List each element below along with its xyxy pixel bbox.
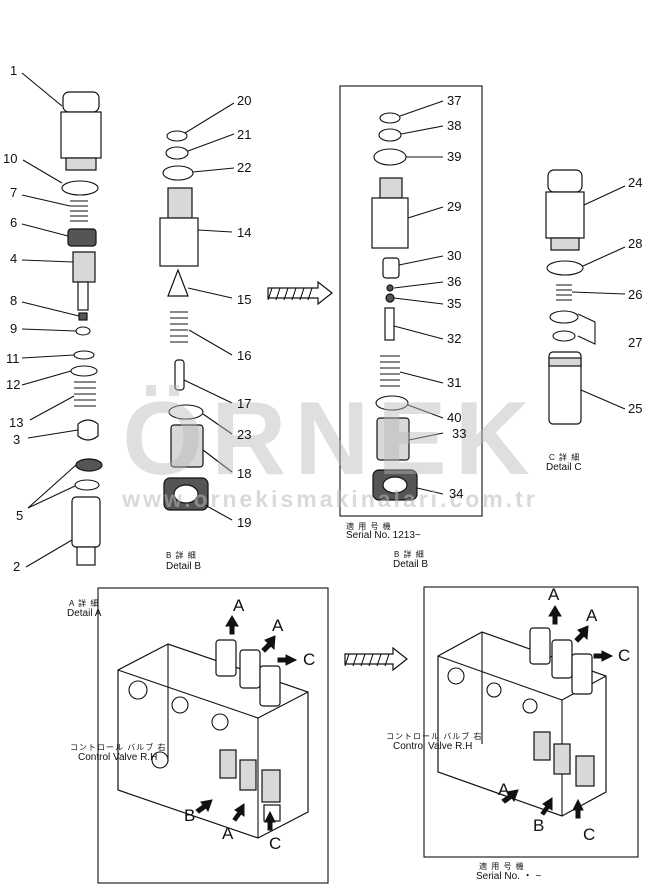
assembly-left (117, 639, 309, 839)
detail-b-caption-jp: B 詳 細 (166, 551, 197, 560)
callout-29: 29 (447, 199, 462, 214)
detail-c-parts (545, 169, 585, 425)
callout-35: 35 (447, 296, 462, 311)
callout-16: 16 (237, 348, 252, 363)
assembly-frame-left (97, 587, 329, 884)
serial-caption-jp-2: 適 用 号 機 (479, 862, 525, 871)
callout-10: 10 (3, 151, 18, 166)
detail-b-caption: Detail B (166, 561, 202, 572)
cv-left-caption-jp: コントロール バルブ 右 (70, 743, 167, 752)
detail-a-caption-jp: A 詳 細 (69, 599, 100, 608)
assembly-right (437, 627, 607, 817)
callout-13: 13 (9, 415, 24, 430)
callout-6: 6 (10, 215, 18, 230)
pointer-arrows-right (501, 605, 614, 819)
detail-c-caption-jp: C 詳 細 (549, 453, 581, 462)
callout-11: 11 (6, 351, 20, 366)
callout-22: 22 (237, 160, 252, 175)
callout-34: 34 (449, 486, 464, 501)
detail-b2-parts (371, 112, 418, 501)
callout-18: 18 (237, 466, 252, 481)
callout-9: 9 (10, 321, 18, 336)
callout-33: 33 (452, 426, 467, 441)
arrow-label-c-2: C (269, 834, 282, 853)
detail-a-parts (60, 91, 103, 566)
callout-30: 30 (447, 248, 462, 263)
callout-37: 37 (447, 93, 462, 108)
arrow-label-a-5: A (586, 606, 598, 625)
callout-23: 23 (237, 427, 252, 442)
callout-8: 8 (10, 293, 18, 308)
callout-19: 19 (237, 515, 252, 530)
assembly-frame-right (423, 586, 639, 858)
callout-40: 40 (447, 410, 462, 425)
detail-b-leaders (183, 102, 235, 521)
detail-b2-caption: Detail B (393, 559, 429, 570)
callout-20: 20 (237, 93, 252, 108)
arrow-label-c-3: C (618, 646, 631, 665)
detail-c-caption: Detail C (546, 462, 582, 473)
serial-caption-2: Serial No. ・ ~ (476, 871, 542, 882)
callout-36: 36 (447, 274, 462, 289)
callout-4: 4 (10, 251, 18, 266)
callout-21: 21 (237, 127, 252, 142)
pointer-arrows-left (195, 615, 298, 831)
callout-7: 7 (10, 185, 18, 200)
serial-caption-1: Serial No. 1213~ (346, 530, 421, 541)
callout-12: 12 (6, 377, 21, 392)
arrow-label-b-2: B (533, 816, 545, 835)
detail-b-parts (159, 130, 209, 511)
callout-17: 17 (237, 396, 252, 411)
callout-14: 14 (237, 225, 252, 240)
arrow-label-c-1: C (303, 650, 316, 669)
callout-26: 26 (628, 287, 643, 302)
callout-27: 27 (628, 335, 643, 350)
cv-right-caption: Control Valve R.H (393, 741, 473, 752)
callout-39: 39 (447, 149, 462, 164)
cv-right-caption-jp: コントロール バルブ 右 (386, 732, 483, 741)
callout-5: 5 (16, 508, 24, 523)
callout-31: 31 (447, 375, 462, 390)
arrow-label-a-1: A (233, 596, 245, 615)
callout-25: 25 (628, 401, 643, 416)
callout-28: 28 (628, 236, 643, 251)
detail-c-leaders (571, 185, 626, 410)
callout-32: 32 (447, 331, 462, 346)
callout-1: 1 (10, 63, 18, 78)
arrow-label-b-1: B (184, 806, 196, 825)
serial-caption-jp-1: 適 用 号 機 (346, 522, 392, 531)
callout-3: 3 (13, 432, 21, 447)
detail-a-caption: Detail A (67, 608, 102, 619)
callout-38: 38 (447, 118, 462, 133)
detail-a-leaders (21, 72, 80, 568)
arrow-label-a-6: A (498, 780, 510, 799)
arrow-label-a-3: A (222, 824, 234, 843)
detail-b2-leaders (393, 100, 444, 495)
arrow-label-a-4: A (548, 585, 560, 604)
callout-15: 15 (237, 292, 252, 307)
arrow-label-c-4: C (583, 825, 596, 844)
detail-b2-caption-jp: B 詳 細 (394, 550, 425, 559)
hatched-arrow-top (267, 280, 333, 306)
hatched-arrow-bottom (344, 646, 408, 672)
serial-frame (339, 85, 483, 517)
callout-24: 24 (628, 175, 643, 190)
callout-2: 2 (13, 559, 21, 574)
arrow-label-a-2: A (272, 616, 284, 635)
cv-left-caption: Control Valve R.H (78, 752, 158, 763)
